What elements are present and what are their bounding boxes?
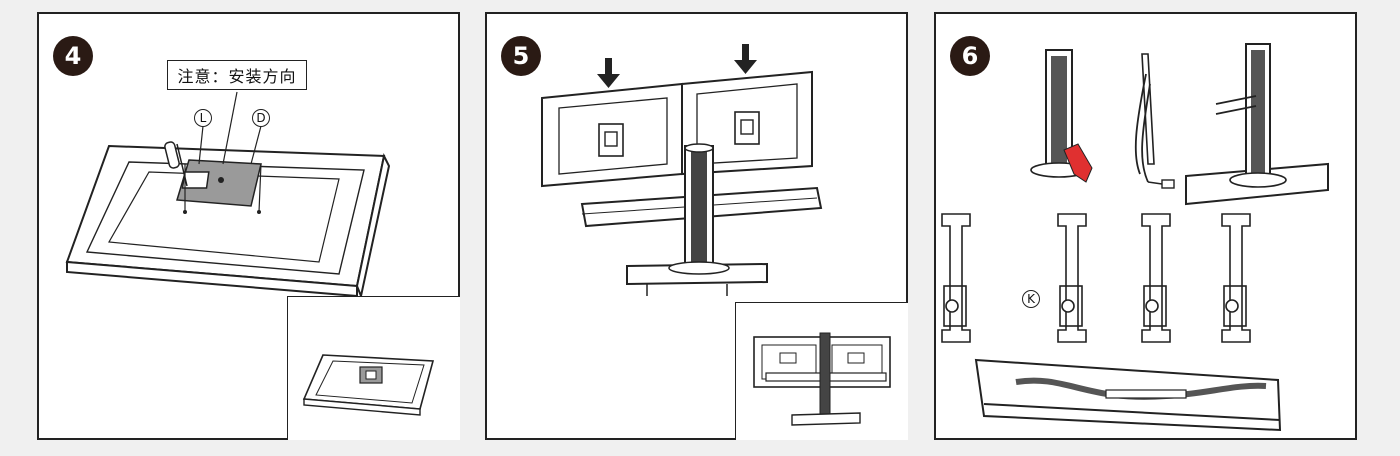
step-number-badge: 4 (53, 36, 93, 76)
detail-inset (287, 296, 460, 440)
marker-d: D (252, 109, 270, 127)
marker-l: L (194, 109, 212, 127)
detail-dual-monitor-illustration (753, 332, 891, 426)
monitor-vesa-mount-illustration (65, 91, 391, 300)
detail-monitor-illustration (302, 354, 435, 416)
cable-management-illustration (941, 43, 1329, 432)
step-number-badge: 5 (501, 36, 541, 76)
orientation-note-label: 注意：安装方向 (167, 60, 307, 90)
dual-monitor-attach-illustration (541, 44, 823, 296)
marker-k: K (1022, 290, 1040, 308)
step-number-badge: 6 (950, 36, 990, 76)
step-5-panel: 5 (485, 12, 908, 440)
step-4-panel: 4 注意：安装方向 L D (37, 12, 460, 440)
step-6-panel: 6 K (934, 12, 1357, 440)
detail-inset (735, 302, 908, 440)
